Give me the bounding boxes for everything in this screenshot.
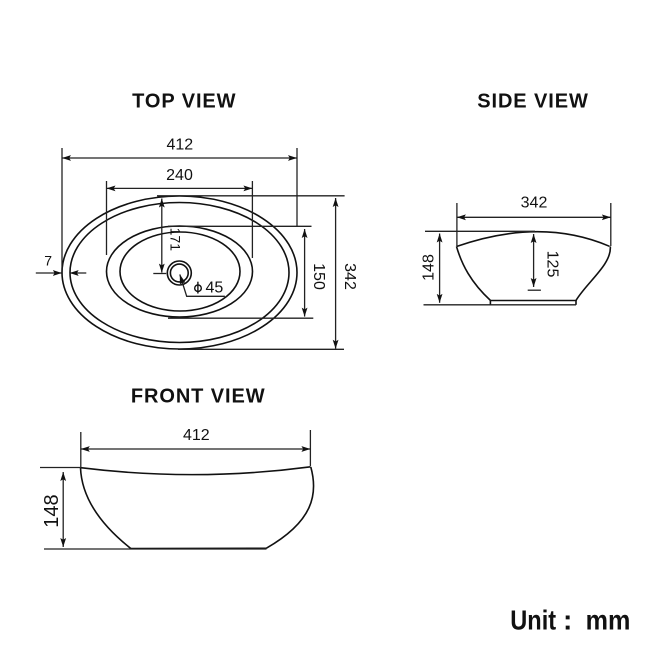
svg-text:148: 148 bbox=[421, 254, 438, 281]
svg-text:148: 148 bbox=[41, 494, 63, 527]
svg-text:TOP VIEW: TOP VIEW bbox=[132, 91, 236, 113]
svg-text:412: 412 bbox=[183, 427, 210, 444]
svg-text:342: 342 bbox=[341, 263, 358, 290]
svg-text:Unit:mm: Unit:mm bbox=[510, 605, 630, 636]
svg-text:125: 125 bbox=[544, 251, 561, 278]
svg-text:342: 342 bbox=[521, 195, 548, 212]
svg-text:150: 150 bbox=[310, 263, 327, 290]
svg-text:171: 171 bbox=[167, 228, 183, 252]
svg-text:7: 7 bbox=[44, 253, 52, 269]
svg-text:FRONT VIEW: FRONT VIEW bbox=[131, 386, 266, 408]
svg-text:240: 240 bbox=[166, 167, 193, 184]
svg-text:45: 45 bbox=[206, 280, 224, 297]
svg-text:412: 412 bbox=[166, 137, 193, 154]
svg-text:SIDE VIEW: SIDE VIEW bbox=[477, 91, 588, 113]
